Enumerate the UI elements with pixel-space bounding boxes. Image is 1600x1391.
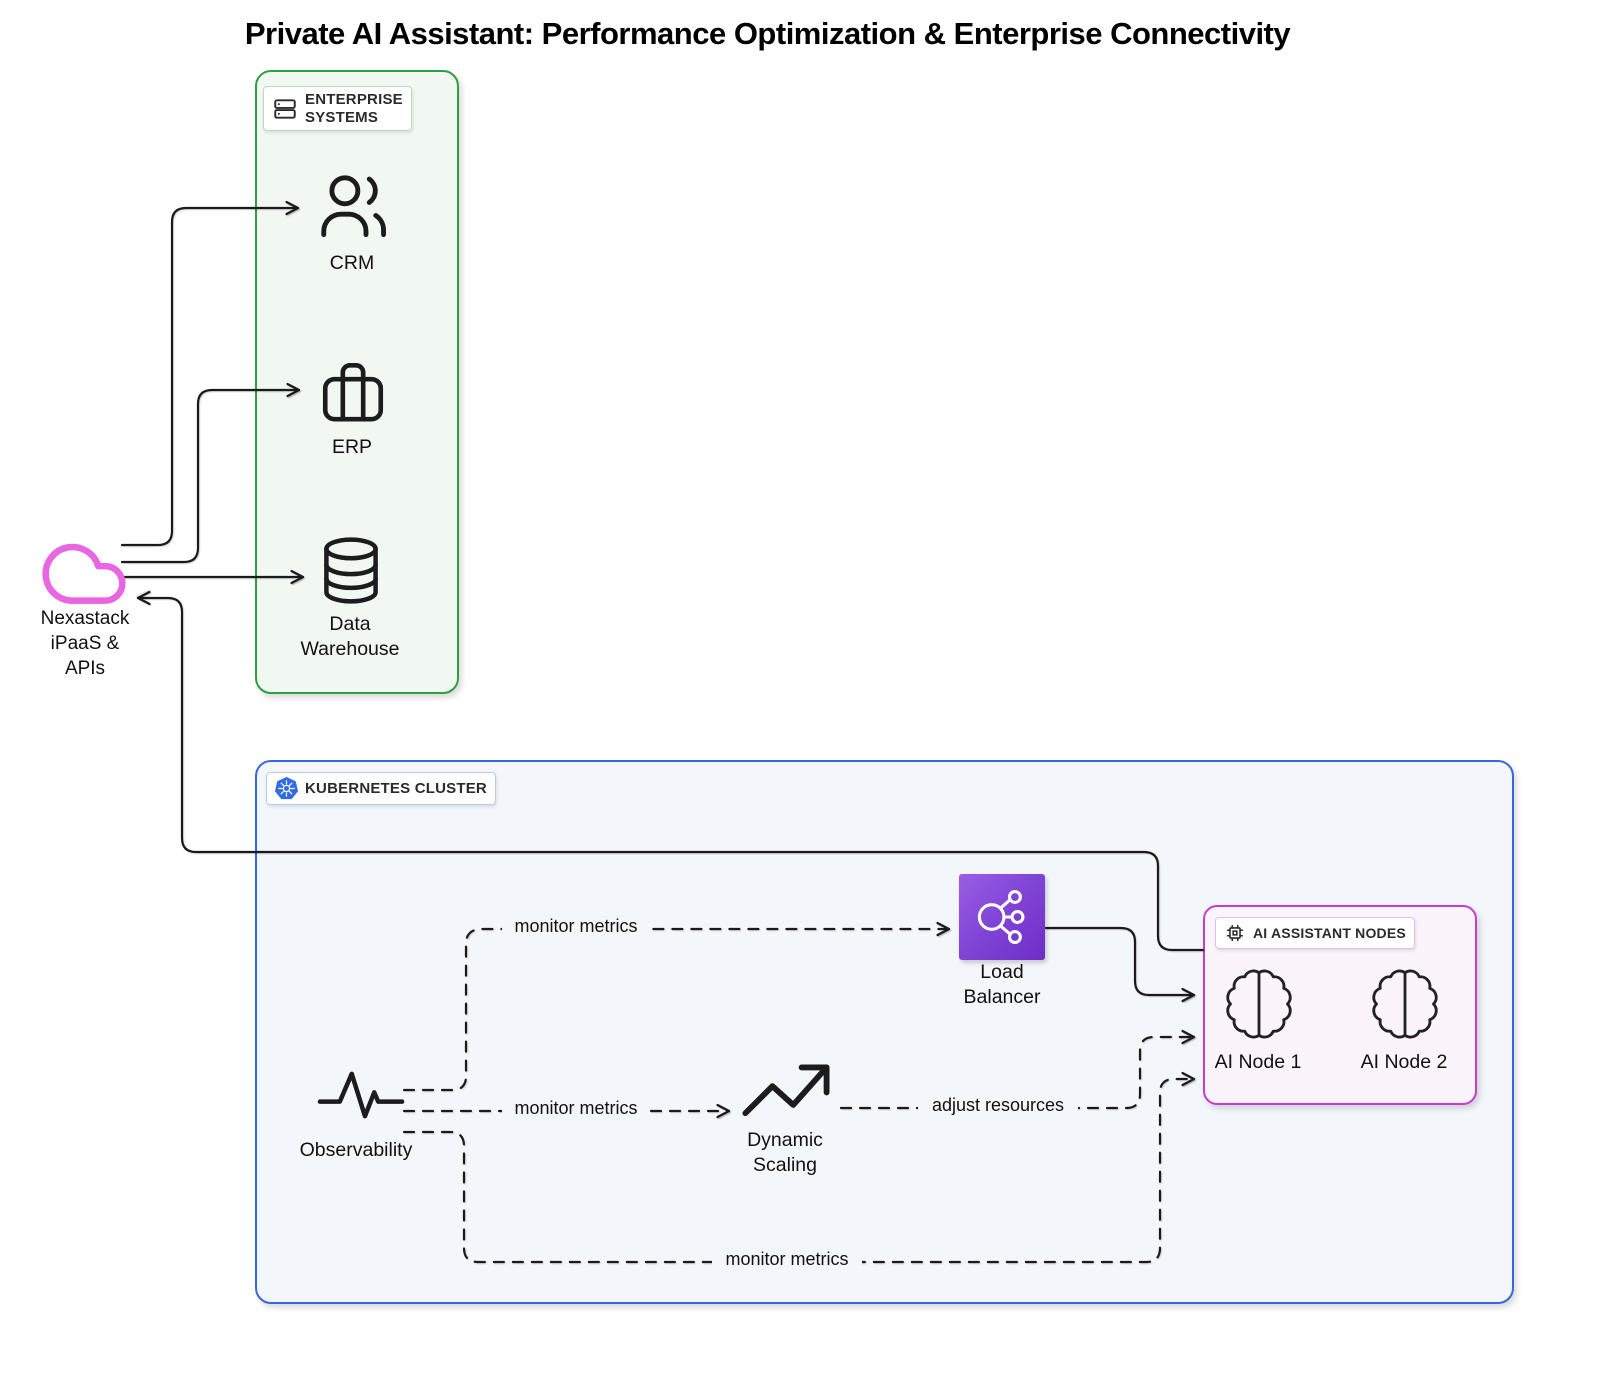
ai-node-2-label: AI Node 2 [1360,1051,1448,1073]
crm-label: CRM [329,252,375,274]
edge-cloud-to-crm [120,200,300,547]
dynamic-scaling-label: Dynamic Scaling [747,1129,823,1176]
edge-label-monitor-metrics-nodes: monitor metrics [712,1248,862,1271]
activity-icon [317,1071,405,1119]
enterprise-systems-group [255,70,459,694]
ai-assistant-nodes-badge: AI ASSISTANT NODES [1215,917,1415,949]
diagram-title: Private AI Assistant: Performance Optimi… [244,16,1291,51]
database-icon [324,537,378,604]
kubernetes-cluster-label: KUBERNETES CLUSTER [305,779,487,797]
erp-label: ERP [331,436,373,458]
edge-monitor-metrics-to-ai-nodes [402,1071,1196,1264]
edge-monitor-metrics-to-load-balancer [402,921,951,1092]
edge-label-adjust-resources: adjust resources [918,1094,1078,1117]
users-icon [321,175,386,238]
kubernetes-cluster-badge: KUBERNETES CLUSTER [266,772,496,805]
edge-load-balancer-to-ai-nodes [1044,926,1196,1003]
server-icon [274,99,296,119]
edge-label-monitor-metrics-lb: monitor metrics [502,915,650,938]
chip-icon [1226,924,1244,942]
load-balancer-label: Load Balancer [963,961,1041,1008]
cloud-icon [42,543,126,604]
nexastack-label: Nexastack iPaaS & APIs [40,608,130,679]
ai-node-1-label: AI Node 1 [1214,1051,1302,1073]
data-warehouse-label: Data Warehouse [300,613,400,660]
edge-cloud-to-erp [120,382,301,564]
brain-icon [1372,969,1438,1039]
enterprise-systems-label: ENTERPRISE SYSTEMS [305,91,403,126]
kubernetes-icon [275,777,298,800]
edge-adjust-resources-to-ai-nodes [839,1029,1196,1110]
brain-icon [1226,969,1292,1039]
enterprise-systems-badge: ENTERPRISE SYSTEMS [263,86,412,132]
briefcase-icon [322,362,384,422]
trending-up-icon [742,1064,830,1117]
edge-label-monitor-metrics-ds: monitor metrics [502,1097,650,1120]
load-balancer-icon [977,890,1025,944]
observability-label: Observability [299,1139,413,1161]
load-balancer-node [959,874,1045,960]
edge-ai-nodes-to-cloud [136,590,1205,952]
ai-assistant-nodes-label: AI ASSISTANT NODES [1253,924,1406,941]
